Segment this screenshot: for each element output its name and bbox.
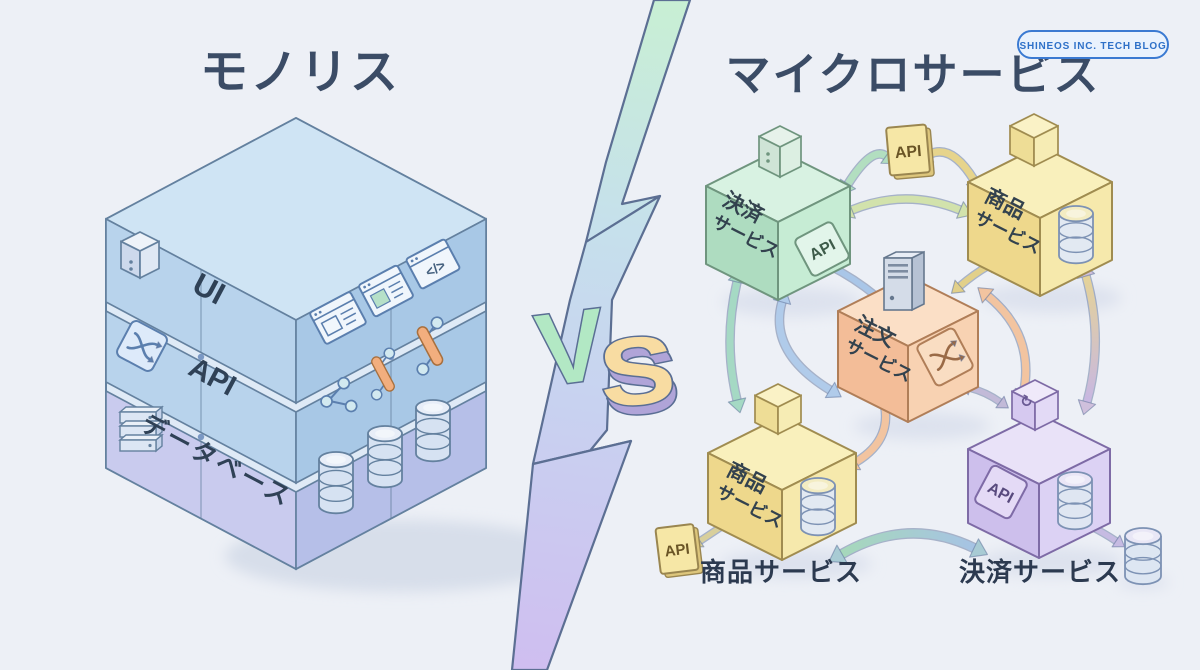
database-icon xyxy=(415,399,451,463)
server-stack-icon xyxy=(118,405,164,453)
server-box-icon xyxy=(758,125,802,179)
api-chip-bottom-label: API xyxy=(664,541,691,561)
monolith-grooves xyxy=(200,270,392,569)
database-icon xyxy=(318,451,354,515)
shuffle-icon xyxy=(126,332,163,363)
database-icon xyxy=(1058,205,1094,265)
caption-payment-service: 決済サービス xyxy=(959,557,1121,587)
api-chip-top-label: API xyxy=(894,143,922,162)
monolith-title: モノリス xyxy=(200,46,400,99)
share-icon xyxy=(320,376,358,413)
blog-badge-label: SHINEOS INC. TECH BLOG xyxy=(1019,41,1166,52)
toggle-icon xyxy=(370,347,396,401)
shuffle-icon xyxy=(929,340,966,371)
cube-payment-service-top xyxy=(705,149,851,301)
database-icon xyxy=(367,425,403,489)
browser-window-icon xyxy=(309,291,367,345)
mini-cube-icon xyxy=(754,383,802,436)
code-window-icon: </> xyxy=(405,238,461,290)
vs-letter-s: S xyxy=(595,315,680,428)
caption-product-service: 商品サービス xyxy=(700,557,862,587)
database-icon xyxy=(800,477,836,537)
mini-cube-icon xyxy=(1011,379,1059,432)
database-icon xyxy=(1057,471,1093,531)
browser-window-icon xyxy=(358,264,414,318)
vs-letter-s-shadow: S xyxy=(599,324,684,437)
app-box-icon xyxy=(120,231,160,280)
api-badge-purple: API xyxy=(974,464,1028,520)
lightning-divider xyxy=(510,0,692,670)
api-chip-top: API xyxy=(885,123,935,180)
blog-badge: SHINEOS INC. TECH BLOG xyxy=(1017,30,1169,59)
mini-cube-icon xyxy=(1009,113,1059,168)
api-chip-bottom: API xyxy=(654,523,704,578)
database-icon xyxy=(1124,527,1162,586)
toggle-icon xyxy=(416,316,444,376)
server-tower-icon xyxy=(883,250,925,312)
vs-letter-v: V xyxy=(530,287,611,408)
api-badge-green: API xyxy=(794,221,850,277)
